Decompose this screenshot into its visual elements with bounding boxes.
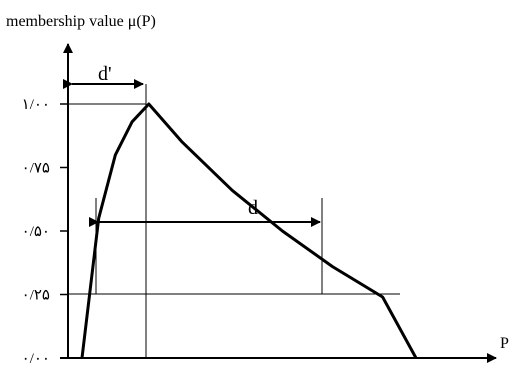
d-prime-label: d' <box>98 63 112 85</box>
y-tick-label: ۰/۲۵ <box>22 288 50 304</box>
x-axis-label: P <box>500 335 509 352</box>
y-tick-label: ۰/۷۵ <box>22 161 50 177</box>
y-tick-label: ۰/۰۰ <box>22 351 50 367</box>
y-axis-label: membership value μ(P) <box>6 13 156 30</box>
membership-curve <box>80 102 418 359</box>
y-tick-label: ۰/۵۰ <box>22 224 50 240</box>
y-ticks: ۰/۰۰ ۰/۲۵ ۰/۵۰ ۰/۷۵ ۱/۰۰ <box>22 97 68 367</box>
y-tick-label: ۱/۰۰ <box>22 97 50 113</box>
